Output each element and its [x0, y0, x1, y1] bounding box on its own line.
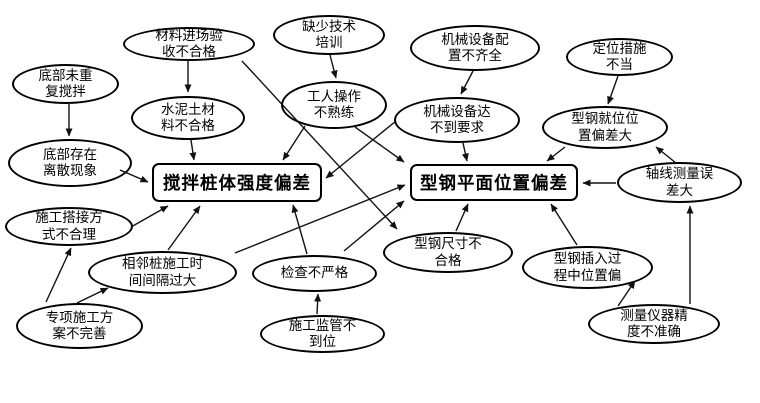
- edge-xinggang-jiuwei--xinggang-pingmian: [546, 146, 566, 162]
- node-queshao-jishu: 缺少技术 培训: [273, 15, 385, 55]
- edge-xinggang-charu--xinggang-pingmian: [550, 203, 578, 246]
- node-zhuanxiang-fangan: 专项施工方 案不完善: [16, 303, 143, 349]
- node-jixie-peizhi: 机械设备配 置不齐全: [410, 25, 540, 71]
- edge-gongren-caozuo--xinggang-pingmian: [354, 126, 405, 163]
- edge-shigong-dajie--jiaoban-zhuangti: [130, 205, 169, 228]
- edge-zhuanxiang-fangan--shigong-dajie: [45, 247, 72, 303]
- node-xinggang-charu: 型钢插入过 程中位置偏: [522, 246, 653, 289]
- edge-xinggang-chicun--xinggang-pingmian: [455, 203, 469, 232]
- node-shigong-dajie: 施工搭接方 式不合理: [5, 207, 133, 246]
- node-celiang-yiqi: 测量仪器精 度不准确: [588, 304, 720, 344]
- node-dibu-cunzai: 底部存在 离散现象: [8, 139, 132, 187]
- node-xinggang-pingmian: 型钢平面位置偏差: [410, 164, 578, 201]
- node-cailiao-jinchang: 材料进场验 收不合格: [123, 27, 255, 61]
- node-jixie-dabudao: 机械设备达 不到要求: [394, 97, 520, 143]
- node-shigong-jianguan: 施工监管不 到位: [260, 315, 385, 353]
- node-jiaoban-zhuangti: 搅拌桩体强度偏差: [152, 163, 322, 202]
- node-zhouxian-celiang: 轴线测量误 差大: [617, 162, 742, 203]
- node-gongren-caozuo: 工人操作 不熟练: [281, 81, 387, 129]
- edge-xianglin-zhuang--jiaoban-zhuangti: [167, 205, 201, 251]
- edge-jixie-dabudao--jiaoban-zhuangti: [325, 120, 397, 179]
- edge-jixie-peizhi--jixie-dabudao: [460, 70, 474, 95]
- edge-dingwei-cuoshi--xinggang-jiuwei: [607, 75, 619, 105]
- edge-jixie-dabudao--xinggang-pingmian: [461, 142, 469, 162]
- edge-shuinitu-cailiao--jiaoban-zhuangti: [189, 139, 197, 161]
- node-shuinitu-cailiao: 水泥土材 料不合格: [131, 96, 245, 140]
- edge-jiancha-buyange--jiaoban-zhuangti: [291, 204, 308, 255]
- edge-queshao-jishu--gongren-caozuo: [329, 54, 338, 79]
- node-dingwei-cuoshi: 定位措施 不当: [566, 38, 673, 76]
- node-xinggang-chicun: 型钢尺寸不 合格: [383, 232, 513, 273]
- node-xianglin-zhuang: 相邻桩施工时 间间隔过大: [88, 251, 237, 294]
- node-xinggang-jiuwei: 型钢就位位 置偏差大: [542, 106, 668, 149]
- node-dibu-weichongfu: 底部未重 复搅拌: [12, 64, 119, 104]
- edge-shigong-jianguan--jiancha-buyange: [314, 293, 322, 315]
- edge-zhouxian-celiang--xinggang-jiuwei: [655, 146, 677, 164]
- node-jiancha-buyange: 检查不严格: [252, 255, 377, 292]
- edge-gongren-caozuo--jiaoban-zhuangti: [282, 125, 306, 161]
- edge-zhuanxiang-fangan--xianglin-zhuang: [76, 287, 109, 304]
